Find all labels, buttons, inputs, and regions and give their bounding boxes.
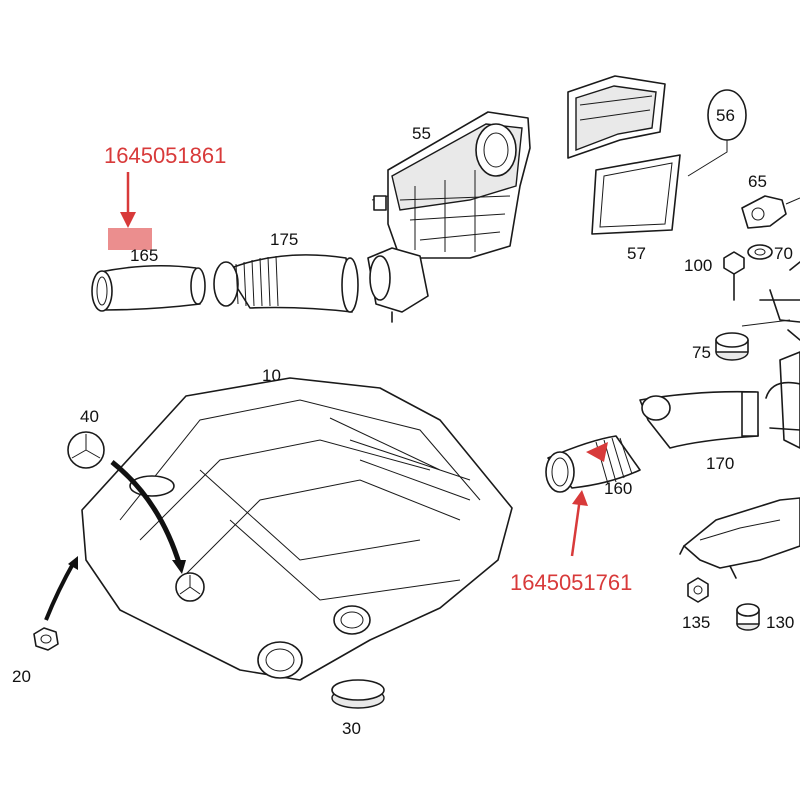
annotation-arrowhead-top [120, 212, 136, 228]
annotation-arrow-bottom [570, 497, 582, 557]
engine-fragment [741, 261, 800, 449]
grommet-130 [736, 603, 760, 631]
label-130: 130 [766, 613, 794, 632]
nut-arrow [44, 561, 76, 621]
air-cleaner-housing [367, 111, 531, 323]
filter-callout-56 [687, 89, 747, 177]
label-135: 135 [682, 613, 710, 632]
emblem-arrowhead [172, 560, 186, 574]
engine-cover [81, 377, 513, 681]
label-100: 100 [684, 256, 712, 275]
hose-indicator-arrow [586, 442, 608, 462]
washer-70 [747, 244, 773, 260]
label-20: 20 [12, 667, 31, 686]
air-mass-sensor [741, 195, 800, 229]
intake-hose-165 [91, 264, 206, 312]
nut-20 [33, 627, 59, 651]
label-70: 70 [774, 244, 793, 263]
bolt-100 [723, 251, 745, 301]
grommet-30 [331, 679, 385, 709]
highlight-box [108, 228, 152, 250]
label-170: 170 [706, 454, 734, 473]
filter-gasket [591, 154, 681, 235]
label-57: 57 [627, 244, 646, 263]
grommet-75 [715, 332, 749, 361]
air-filter-element [567, 75, 666, 159]
intake-duct-170 [639, 390, 759, 449]
label-75: 75 [692, 343, 711, 362]
label-56: 56 [716, 106, 735, 125]
bracket [679, 497, 800, 579]
intake-hose-160 [545, 435, 641, 493]
intake-hose-175 [213, 254, 359, 313]
emblem-arrow [110, 460, 183, 567]
part-number-top: 1645051861 [104, 143, 226, 168]
label-55: 55 [412, 124, 431, 143]
label-40: 40 [80, 407, 99, 426]
label-10: 10 [262, 366, 281, 385]
nut-arrowhead [68, 556, 78, 570]
label-30: 30 [342, 719, 361, 738]
label-65: 65 [748, 172, 767, 191]
label-165: 165 [130, 246, 158, 265]
annotation-arrowhead-bottom [572, 490, 588, 506]
part-number-bottom: 1645051761 [510, 570, 632, 595]
star-emblem [67, 431, 105, 469]
nut-135 [687, 577, 709, 603]
label-160: 160 [604, 479, 632, 498]
label-175: 175 [270, 230, 298, 249]
